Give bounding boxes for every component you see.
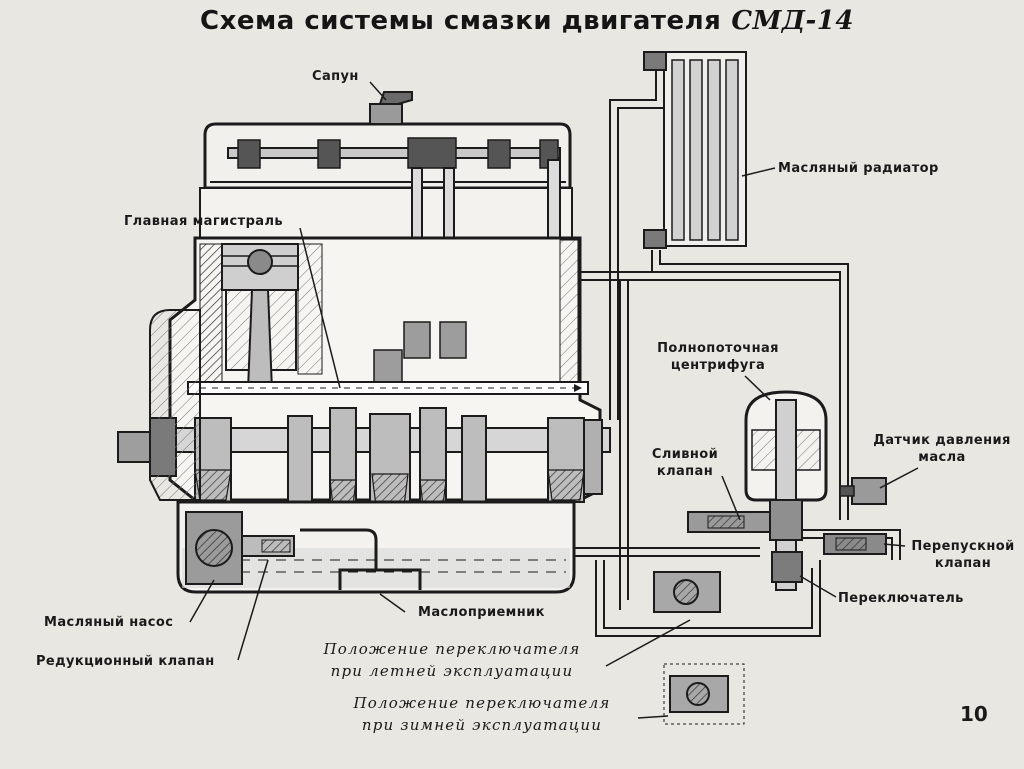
note-summer-line2: при летней эксплуатации — [330, 662, 574, 680]
pressure-sensor-part — [839, 477, 887, 505]
page-title: Схема системы смазки двигателя СМД-14 — [200, 6, 854, 36]
note-summer-line1: Положение переключателя — [323, 640, 581, 658]
piston — [221, 243, 299, 391]
label-drain-valve-line1: Сливной — [651, 447, 719, 462]
label-pressure-sensor-line2: масла — [918, 450, 966, 465]
label-oil-intake: Маслоприемник — [418, 605, 545, 620]
label-bypass-valve: Перепускной клапан — [904, 538, 1022, 572]
drain-valve-part — [687, 511, 771, 533]
title-model: СМД-14 — [731, 6, 854, 36]
title-main: Схема системы смазки двигателя — [200, 6, 722, 36]
note-winter-line1: Положение переключателя — [353, 694, 611, 712]
centrifuge-part — [744, 390, 828, 591]
bypass-valve-part — [823, 533, 887, 555]
label-bypass-valve-line2: клапан — [934, 556, 992, 571]
label-bypass-valve-line1: Перепускной — [911, 539, 1015, 554]
label-pressure-sensor: Датчик давления масла — [862, 432, 1022, 466]
note-summer-position: Положение переключателя при летней экспл… — [296, 638, 608, 682]
label-drain-valve-line2: клапан — [656, 464, 714, 479]
page-number: 10 — [960, 702, 988, 726]
label-reduction-valve: Редукционный клапан — [36, 654, 215, 669]
oil-intake-part — [300, 528, 422, 590]
label-drain-valve: Сливной клапан — [645, 446, 725, 480]
label-breather: Сапун — [312, 69, 359, 84]
label-main-gallery: Главная магистраль — [124, 214, 283, 229]
breather-part — [369, 91, 413, 125]
note-winter-line2: при зимней эксплуатации — [361, 716, 603, 734]
oil-radiator-part — [643, 51, 747, 249]
leader-lines — [189, 81, 919, 719]
label-oil-pump: Масляный насос — [44, 615, 174, 630]
label-pressure-sensor-line1: Датчик давления — [873, 433, 1011, 448]
oil-pump-part — [185, 511, 295, 585]
engine-block — [117, 91, 611, 594]
label-centrifuge-line2: центрифуга — [670, 358, 766, 373]
label-centrifuge-line1: Полнопоточная — [657, 341, 779, 356]
switch-winter-part — [663, 663, 745, 725]
label-oil-radiator: Масляный радиатор — [778, 161, 939, 176]
switch-summer-part — [653, 571, 721, 613]
external-oil-lines — [574, 60, 901, 637]
note-winter-position: Положение переключателя при зимней экспл… — [326, 692, 638, 736]
label-switch: Переключатель — [838, 591, 964, 606]
label-centrifuge: Полнопоточная центрифуга — [650, 340, 786, 374]
main-gallery-line — [187, 381, 589, 395]
